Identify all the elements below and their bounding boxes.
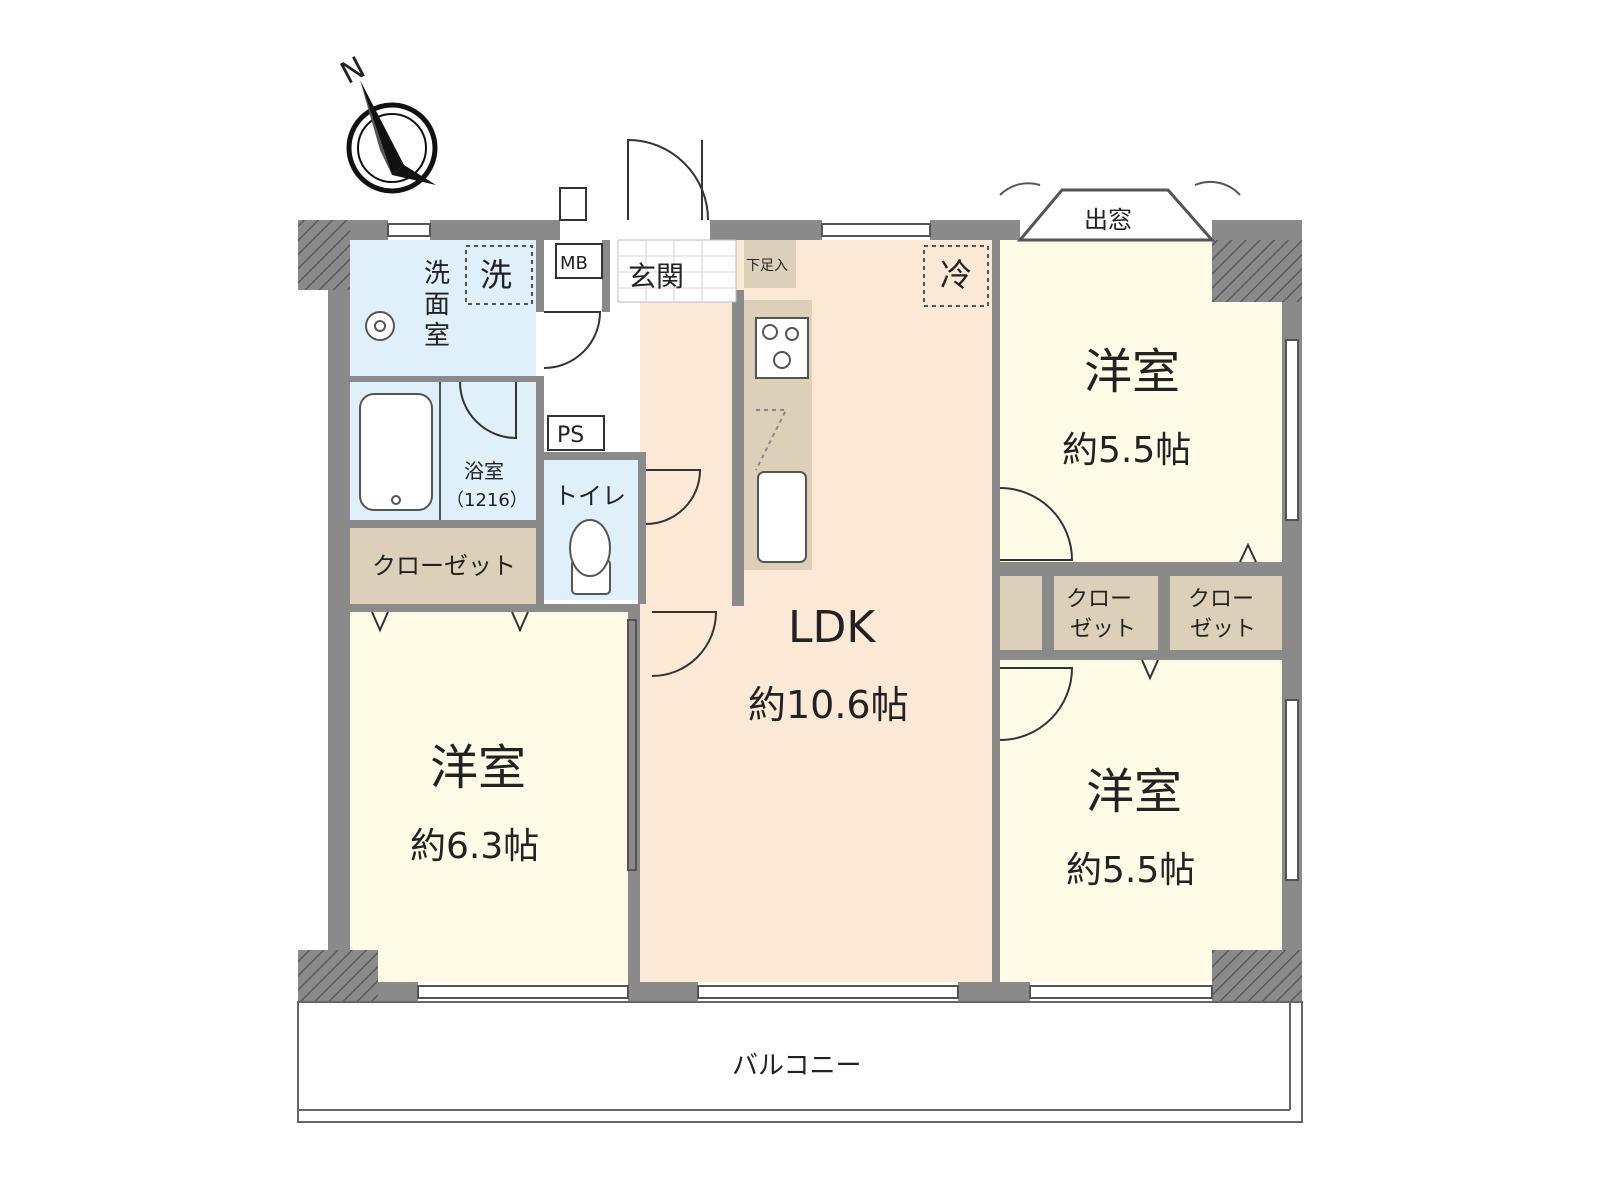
sink-icon — [365, 311, 395, 341]
mb-box — [555, 243, 603, 279]
shoebox-area — [744, 240, 796, 288]
bay-window-label: 出窓 — [1084, 206, 1132, 234]
wash-room-label-2: 面 — [424, 290, 450, 320]
closet-east-2-line1: クロー — [1188, 587, 1254, 612]
room-se-label: 洋室 — [1086, 764, 1182, 820]
kitchen-sink-icon — [757, 471, 807, 563]
washer-label: 洗 — [480, 256, 512, 294]
closet-east-1-area — [1054, 576, 1158, 650]
fridge-label: 冷 — [940, 256, 972, 294]
entrance-floor — [617, 239, 737, 303]
room-ne-label: 洋室 — [1084, 344, 1180, 400]
ldk-label: LDK — [788, 602, 876, 653]
windows — [387, 223, 1299, 999]
closet-east-small — [1000, 576, 1042, 650]
ps-label: PS — [557, 423, 584, 448]
closet-west-area — [350, 528, 536, 604]
door-swings — [371, 138, 1257, 741]
balcony — [297, 1001, 1303, 1123]
closet-east-2-area — [1170, 576, 1282, 650]
closet-west-label: クローゼット — [372, 552, 516, 580]
labels: 洗 面 室 洗 MB 玄関 下足入 冷 出窓 浴室 （1216） PS トイレ … — [372, 206, 1256, 1081]
bay-window — [999, 180, 1241, 242]
closet-east-2-line2: ゼット — [1190, 617, 1256, 642]
bathtub-icon — [359, 393, 433, 511]
room-west-size-label: 約6.3帖 — [410, 826, 539, 867]
room-west-label: 洋室 — [430, 740, 526, 796]
wash-room-label-1: 洗 — [424, 259, 450, 289]
compass-north-label: N — [335, 50, 371, 91]
room-se-size-label: 約5.5帖 — [1066, 850, 1195, 891]
closet-east-1-line1: クロー — [1066, 587, 1132, 612]
balcony-label: バルコニー — [732, 1051, 861, 1081]
compass-icon: N — [335, 50, 438, 194]
bath-size-label: （1216） — [446, 490, 528, 511]
wash-room-area — [350, 240, 536, 376]
room-west-area — [350, 612, 628, 982]
ldk-size-label: 約10.6帖 — [748, 683, 909, 727]
fridge-space — [923, 245, 989, 307]
shoebox-label: 下足入 — [746, 258, 788, 274]
mb-label: MB — [560, 253, 588, 274]
room-se-area — [1000, 660, 1282, 982]
toilet-label: トイレ — [554, 482, 626, 510]
entrance-label: 玄関 — [628, 260, 684, 293]
closet-east-1-line2: ゼット — [1070, 617, 1136, 642]
bath-label: 浴室 — [464, 459, 504, 483]
room-ne-size-label: 約5.5帖 — [1062, 430, 1191, 471]
ps-box — [547, 415, 605, 451]
fixtures — [359, 243, 989, 595]
wash-room-label-3: 室 — [424, 321, 450, 351]
washer-space — [465, 245, 533, 305]
